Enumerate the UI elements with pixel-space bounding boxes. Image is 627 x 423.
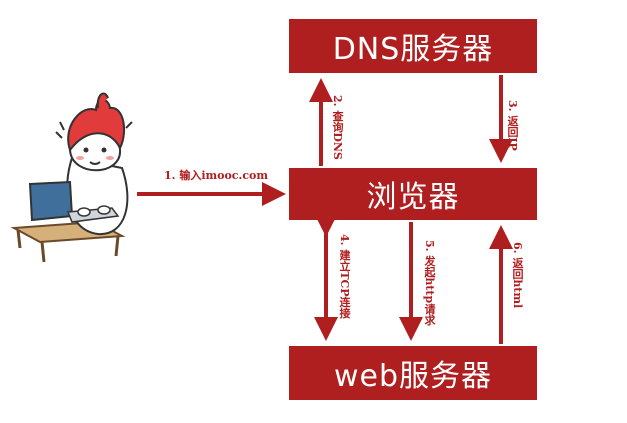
step1-label: 1. 输入imooc.com <box>164 169 269 182</box>
step6-label: 6. 返回html <box>511 242 524 309</box>
browser-box: 浏览器 <box>289 168 537 220</box>
step2-label: 2. 查询DNS <box>331 95 344 160</box>
web-server-box: web服务器 <box>289 346 537 400</box>
dns-server-box: DNS服务器 <box>289 19 537 73</box>
step5-label: 5. 发起http请求 <box>423 240 436 326</box>
step4-label: 4. 建立TCP连接 <box>338 234 351 319</box>
user-at-computer-icon <box>10 92 133 263</box>
step3-label: 3. 返回IP <box>506 100 519 151</box>
